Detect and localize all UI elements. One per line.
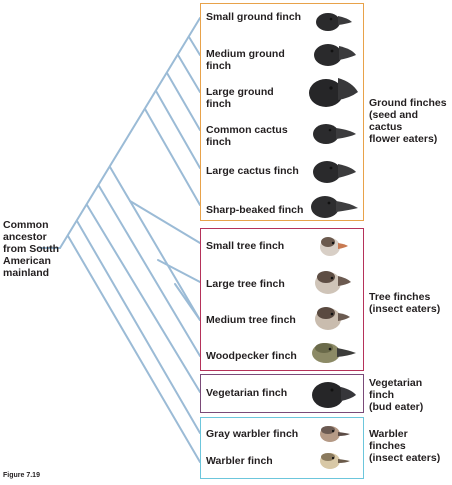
figure-label: Figure 7.19 <box>3 472 40 479</box>
group-label-ground-finches: Ground finches (seed and cactus flower e… <box>369 97 447 145</box>
sharp-beaked-finch-illustration <box>311 196 358 218</box>
species-label-large-ground-finch: Large ground finch <box>206 86 274 110</box>
species-label-sharp-beaked-finch: Sharp-beaked finch <box>206 204 304 216</box>
common-cactus-finch-illustration <box>313 124 356 144</box>
medium-tree-finch-illustration <box>315 307 350 330</box>
species-label-small-ground-finch: Small ground finch <box>206 11 302 23</box>
medium-ground-finch-illustration <box>314 44 356 66</box>
species-label-medium-tree-finch: Medium tree finch <box>206 314 296 326</box>
group-label-warbler-finches: Warbler finches (insect eaters) <box>369 428 441 464</box>
large-tree-finch-illustration <box>315 271 351 294</box>
group-label-vegetarian-finch: Vegetarian finch (bud eater) <box>369 377 424 413</box>
warbler-finch-illustration <box>320 453 350 469</box>
warbler-finches-box <box>200 417 364 479</box>
vegetarian-finch-box <box>200 374 364 413</box>
small-ground-finch-illustration <box>316 13 352 31</box>
vegetarian-finch-illustration <box>312 382 356 408</box>
woodpecker-finch-illustration <box>312 343 356 363</box>
species-label-gray-warbler-finch: Gray warbler finch <box>206 428 299 440</box>
group-label-tree-finches: Tree finches (insect eaters) <box>369 291 441 315</box>
species-label-woodpecker-finch: Woodpecker finch <box>206 350 297 362</box>
species-label-warbler-finch: Warbler finch <box>206 455 273 467</box>
species-label-vegetarian-finch: Vegetarian finch <box>206 387 288 399</box>
species-label-small-tree-finch: Small tree finch <box>206 240 285 252</box>
ground-finches-box <box>200 3 364 221</box>
large-cactus-finch-illustration <box>313 161 356 183</box>
species-label-common-cactus-finch: Common cactus finch <box>206 124 288 148</box>
tree-finches-box <box>200 228 364 371</box>
gray-warbler-finch-illustration <box>320 426 350 442</box>
small-tree-finch-illustration <box>320 237 348 256</box>
species-label-medium-ground-finch: Medium ground finch <box>206 48 285 72</box>
species-label-large-cactus-finch: Large cactus finch <box>206 165 299 177</box>
species-label-large-tree-finch: Large tree finch <box>206 278 285 290</box>
ancestor-label: Common ancestor from South American main… <box>3 219 59 279</box>
large-ground-finch-illustration <box>309 78 358 107</box>
